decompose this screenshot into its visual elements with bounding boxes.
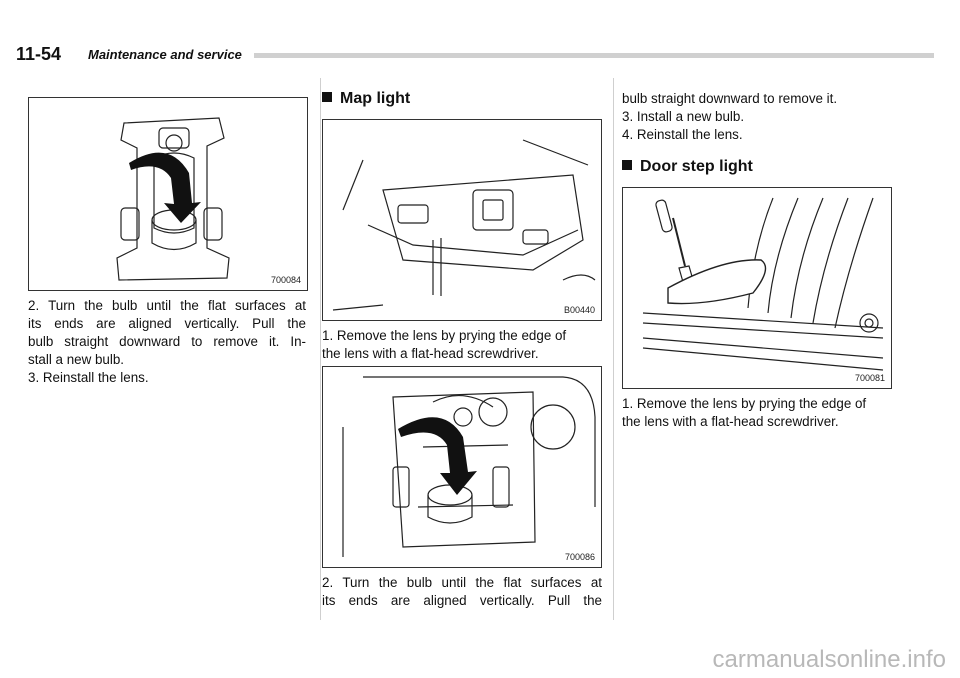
door-step-light-illustration — [642, 197, 884, 371]
col3-continued-line: bulb straight downward to remove it. — [622, 91, 838, 106]
square-bullet-icon — [322, 92, 332, 102]
figure-map-light-bulb: 700086 — [322, 366, 602, 568]
square-bullet-icon — [622, 160, 632, 170]
col1-step2-line4: stall a new bulb. — [28, 352, 125, 367]
col2-step1-line1: 1. Remove the lens by prying the edge of — [322, 328, 567, 343]
column-divider-2 — [613, 78, 614, 620]
bulb-removal-illustration — [116, 117, 230, 281]
column-divider-1 — [320, 78, 321, 620]
figure-code: 700081 — [854, 373, 885, 383]
figure-door-step-light: 700081 — [622, 187, 892, 389]
col3-step1-line2: the lens with a flat-head screwdriver. — [622, 414, 839, 429]
col1-step2-line2: its ends are aligned vertically. Pull th… — [28, 316, 306, 331]
page-number: 11-54 — [16, 44, 62, 64]
figure-code: 700084 — [270, 275, 301, 285]
col1-step2-line3: bulb straight downward to remove it. In- — [28, 334, 306, 349]
col3-step1-line1: 1. Remove the lens by prying the edge of — [622, 396, 867, 411]
col2-step2-line2: its ends are aligned vertically. Pull th… — [322, 593, 602, 608]
figure-map-light: B00440 — [322, 119, 602, 321]
map-light-bulb-illustration — [342, 376, 596, 557]
watermark: carmanualsonline.info — [712, 646, 946, 673]
header-rule — [254, 53, 934, 58]
map-light-heading: Map light — [322, 90, 410, 108]
col3-step3: 3. Install a new bulb. — [622, 109, 745, 124]
figure-code: 700086 — [564, 552, 595, 562]
col1-step3: 3. Reinstall the lens. — [28, 370, 149, 385]
figure-code: B00440 — [563, 305, 595, 315]
section-title: Maintenance and service — [88, 47, 242, 62]
col3-step4: 4. Reinstall the lens. — [622, 127, 743, 142]
col1-step2-line1: 2. Turn the bulb until the flat surfaces… — [28, 298, 306, 313]
door-step-light-heading: Door step light — [622, 158, 753, 176]
figure-bulb-removal: 700084 — [28, 97, 308, 291]
map-light-illustration — [332, 139, 596, 311]
col2-step2-line1: 2. Turn the bulb until the flat surfaces… — [322, 575, 602, 590]
col2-step1-line2: the lens with a flat-head screwdriver. — [322, 346, 539, 361]
page-header: 11-54 Maintenance and service — [16, 44, 946, 66]
